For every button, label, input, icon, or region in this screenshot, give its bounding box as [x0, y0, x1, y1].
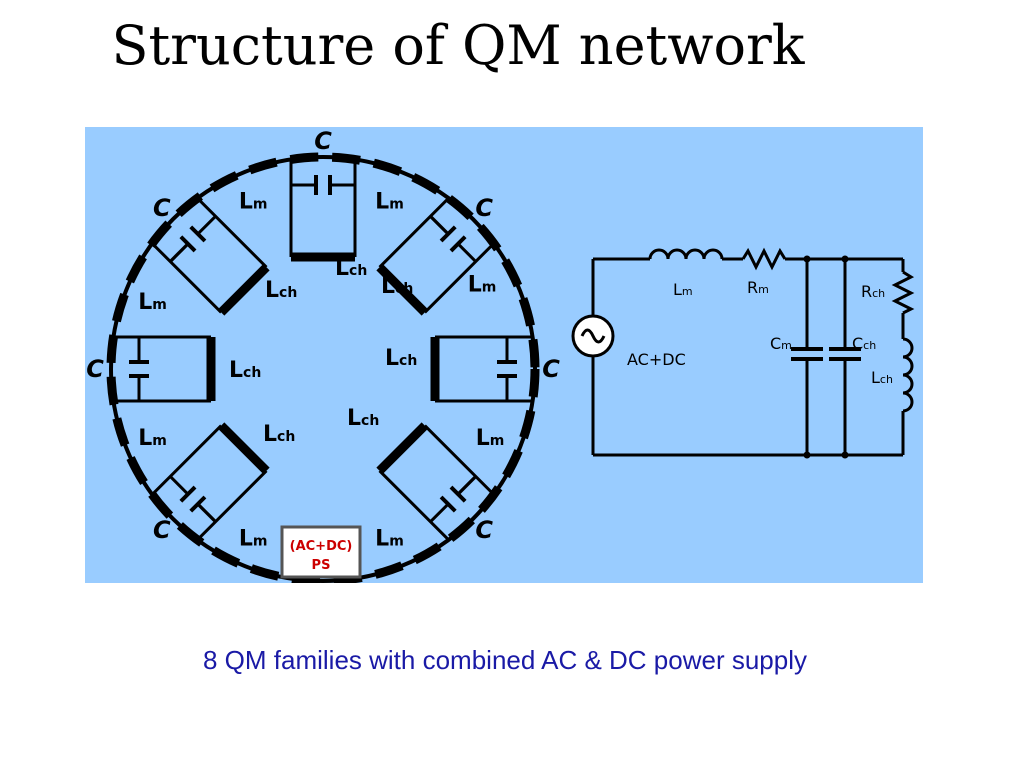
lm-label-4: Lm — [239, 527, 268, 552]
lch-label-1: Lch — [381, 274, 413, 299]
lch-label-3: Lch — [385, 346, 417, 371]
qm-family-right: C — [430, 335, 560, 403]
ps-label-line1: (AC+DC) — [290, 539, 353, 554]
qm-family-lower-left: C — [152, 422, 270, 544]
branch-wire-right — [152, 424, 223, 495]
capacitor-label: C — [86, 355, 104, 383]
lch-label-6: Lch — [263, 422, 295, 447]
lm-label-0: Lm — [375, 189, 404, 214]
ec-cch-label: Cch — [852, 334, 876, 353]
ps-box — [280, 525, 362, 579]
qm-family-upper-right: C — [376, 194, 494, 316]
branch-wire-right — [378, 469, 449, 540]
cap-lead-left — [429, 215, 450, 236]
cap-plate — [189, 495, 207, 513]
cap-lead-right — [196, 215, 217, 236]
cap-lead-left — [196, 502, 217, 523]
slide-caption: 8 QM families with combined AC & DC powe… — [202, 645, 807, 675]
lch-label-4: Lch — [229, 358, 261, 383]
junction-dot — [841, 255, 849, 263]
cap-plate — [449, 485, 467, 503]
inductor-lm — [648, 248, 724, 260]
lch-label-5: Lch — [347, 406, 379, 431]
capacitor-label: C — [153, 194, 171, 222]
qm-family-top: C — [289, 127, 357, 262]
lm-label-6: Lm — [138, 290, 167, 315]
branch-wire-left — [197, 469, 268, 540]
branch-wire-left — [423, 424, 494, 495]
capacitor-label: C — [314, 127, 332, 155]
junction-dot — [803, 255, 811, 263]
cap-lead-right — [429, 502, 450, 523]
branch-wire-right — [423, 243, 494, 314]
lm-label-1: Lm — [468, 273, 497, 298]
cap-plate — [439, 225, 457, 243]
junction-dot — [841, 451, 849, 459]
cap-plate — [179, 235, 197, 253]
lm-label-5: Lm — [138, 426, 167, 451]
lm-label-2: Lm — [476, 426, 505, 451]
source-label: AC+DC — [627, 350, 686, 369]
capacitor-label: C — [153, 516, 171, 544]
sine-icon — [580, 328, 606, 344]
cap-lead-left — [456, 475, 477, 496]
cap-plate — [189, 225, 207, 243]
resistor-rm — [741, 247, 787, 271]
slide-title: Structure of QM network — [111, 14, 805, 77]
branch-wire-right — [197, 198, 268, 269]
inductor-lch — [902, 337, 914, 413]
qm-family-left: C — [86, 335, 216, 403]
choke-lch — [217, 422, 270, 475]
choke-lch — [376, 263, 429, 316]
ring-wire — [109, 155, 537, 583]
cap-lead-right — [169, 475, 190, 496]
lm-label-7: Lm — [239, 189, 268, 214]
lch-label-2: Lch — [265, 278, 297, 303]
cap-plate — [449, 235, 467, 253]
cap-plate — [439, 495, 457, 513]
cap-lead-right — [456, 242, 477, 263]
capacitor-label: C — [475, 194, 493, 222]
lm-label-3: Lm — [375, 527, 404, 552]
choke-lch — [376, 422, 429, 475]
ec-rch-label: Rch — [861, 282, 885, 301]
qm-family-lower-right: C — [376, 422, 494, 544]
capacitor-label: C — [475, 516, 493, 544]
ps-label-line2: PS — [312, 558, 331, 573]
ec-lm-label: Lm — [673, 280, 693, 299]
choke-lch — [217, 263, 270, 316]
cap-plate — [179, 485, 197, 503]
branch-wire-left — [378, 198, 449, 269]
qm-family-upper-left: C — [152, 194, 270, 316]
lch-label-0: Lch — [335, 256, 367, 281]
capacitor-label: C — [542, 355, 560, 383]
ec-cm-label: Cm — [770, 334, 792, 353]
resistor-rch — [891, 270, 915, 315]
ring-magnet-segments — [106, 152, 540, 583]
ec-lch-label: Lch — [871, 368, 893, 387]
power-supply: (AC+DC) PS — [280, 525, 362, 579]
branch-wire-left — [152, 243, 223, 314]
ec-rm-label: Rm — [747, 278, 769, 297]
junction-dot — [803, 451, 811, 459]
cap-lead-left — [169, 242, 190, 263]
diagram-panel — [85, 127, 923, 583]
